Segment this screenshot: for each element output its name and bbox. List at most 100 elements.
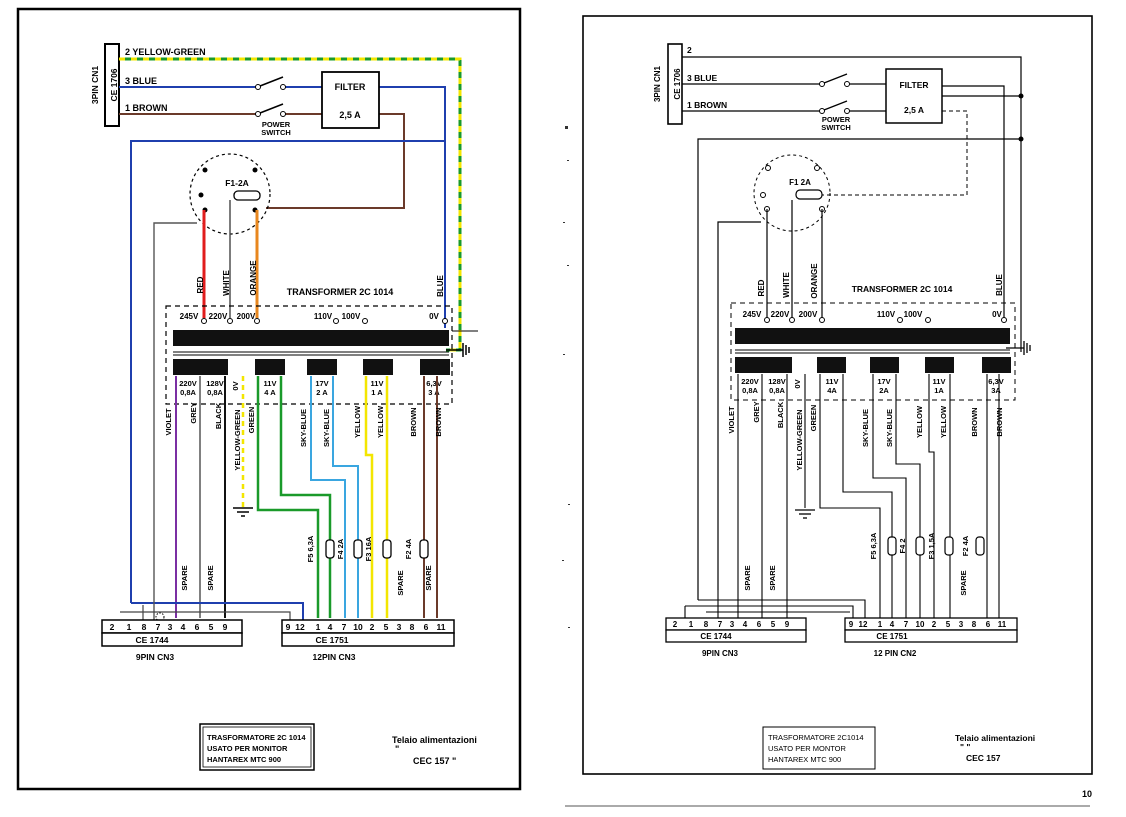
- right-note-line-3: CEC 157: [966, 753, 1001, 763]
- right-box-line-1: TRASFORMATORE 2C1014: [768, 733, 864, 742]
- right-spare-2: SPARE: [768, 565, 777, 590]
- left-note-line-3: CEC 157 ": [413, 756, 456, 766]
- right-cn3b-pin: 1: [878, 620, 883, 629]
- left-tap-220: 220V: [209, 312, 228, 321]
- left-sec-0v: 0V: [231, 381, 240, 390]
- left-cn3b-label: 12PIN CN3: [313, 652, 356, 662]
- right-primary-blue-label: BLUE: [995, 273, 1004, 295]
- left-cn3b-pin: 4: [328, 622, 333, 632]
- left-cn3b-pin: 6: [424, 622, 429, 632]
- left-cn3a-pin: 5: [209, 622, 214, 632]
- left-filter-block: FILTER 2,5 A: [321, 71, 380, 129]
- right-spare-1: SPARE: [743, 565, 752, 590]
- left-cn3b-pin: 5: [384, 622, 389, 632]
- right-schematic-sheet: 10 CE 1706 3PIN CN1 2 3 BLUE 1 BROWN POW…: [562, 15, 1093, 807]
- left-info-box: TRASFORMATORE 2C 1014 USATO PER MONITOR …: [199, 723, 315, 771]
- left-primary-red-label: RED: [196, 276, 205, 293]
- right-wirelabel-violet: VIOLET: [727, 406, 736, 434]
- right-cn3b-pin: 11: [998, 620, 1007, 629]
- right-note-line-2: " ": [960, 742, 970, 752]
- left-cn3a-pin: 4: [181, 622, 186, 632]
- right-fuse-f4: F4 2: [898, 538, 907, 553]
- left-cn3b-pin: 3: [397, 622, 402, 632]
- left-wirelabel-violet: VIOLET: [164, 408, 173, 436]
- left-filter-name: FILTER: [335, 82, 366, 92]
- right-wirelabel-skyblue-a: SKY-BLUE: [861, 409, 870, 447]
- left-cn1-part: CE 1706: [109, 68, 119, 101]
- right-wirelabel-black: BLACK: [776, 401, 785, 428]
- right-cn3a-pin: 7: [718, 620, 723, 629]
- right-box-line-3: HANTAREX MTC 900: [768, 755, 841, 764]
- left-filter-rating: 2,5 A: [339, 110, 361, 120]
- left-cn3b-pin: 1: [316, 622, 321, 632]
- left-cn3a-pin: 8: [142, 622, 147, 632]
- left-fuse-row: F5 6,3A F4 2A F3 16A F2 4A: [306, 535, 429, 562]
- left-cn3a-pin: 7: [156, 622, 161, 632]
- right-yg-ground: [795, 509, 815, 519]
- left-tap-110: 110V: [314, 312, 333, 321]
- right-secondary-blocks: [735, 357, 1011, 373]
- right-tap-200: 200V: [799, 310, 818, 319]
- right-transformer-core: [735, 328, 1010, 344]
- right-cn3a-pin: 5: [771, 620, 776, 629]
- right-wirelabel-yg: YELLOW-GREEN: [795, 409, 804, 470]
- left-spare-2: SPARE: [206, 565, 215, 590]
- right-cn3-12pin: 9 12 1 4 7 10 2 5 3 8 6 11 CE 1751 12 PI…: [844, 617, 1018, 658]
- right-cn1-label: 3PIN CN1: [653, 65, 662, 102]
- right-spare-3: SPARE: [959, 570, 968, 595]
- left-cn3b-pin: 7: [342, 622, 347, 632]
- right-wirelabel-grey: GREY: [752, 401, 761, 422]
- left-wirelabel-yellow-a: YELLOW: [353, 405, 362, 438]
- right-cn3b-pin: 8: [972, 620, 977, 629]
- left-cn1-connector: CE 1706 3PIN CN1: [90, 43, 120, 127]
- left-primary-orange-label: ORANGE: [249, 260, 258, 296]
- right-tap-245: 245V: [743, 310, 762, 319]
- right-sec-0v: 0V: [793, 379, 802, 388]
- right-cn3b-pin: 10: [916, 620, 925, 629]
- left-spare-3: SPARE: [396, 570, 405, 595]
- left-box-line-3: HANTAREX MTC 900: [207, 755, 281, 764]
- left-cn3a-pin: 6: [195, 622, 200, 632]
- left-wirelabel-yellow-b: YELLOW: [376, 405, 385, 438]
- left-note-line-1: Telaio alimentazioni: [392, 735, 477, 745]
- left-tap-100: 100V: [342, 312, 361, 321]
- right-cn1-part: CE 1706: [673, 68, 682, 100]
- left-main-fuse-label: F1-2A: [225, 178, 249, 188]
- right-filter-block: FILTER 2,5 A: [885, 68, 943, 124]
- left-skyblue-wire-a: [310, 376, 346, 618]
- left-cn3a-pin: 9: [223, 622, 228, 632]
- right-filter-rating: 2,5 A: [904, 105, 924, 115]
- left-grey-fuse-wire: [153, 222, 197, 585]
- right-cn3b-pin: 4: [890, 620, 895, 629]
- right-cn3b-part: CE 1751: [876, 632, 908, 641]
- right-tap-100: 100V: [904, 310, 923, 319]
- left-wirelabel-green: GREEN: [247, 407, 256, 434]
- right-filter-name: FILTER: [899, 80, 928, 90]
- right-note-line-1: Telaio alimentazioni: [955, 733, 1035, 743]
- right-fuse-f5: F5 6,3A: [869, 532, 878, 559]
- left-wirelabel-brown-b: BROWN: [434, 407, 443, 436]
- left-box-line-1: TRASFORMATORE 2C 1014: [207, 733, 306, 742]
- left-mains-brown-label: 1 BROWN: [125, 103, 168, 113]
- right-cn3a-pin: 1: [689, 620, 694, 629]
- right-cn3a-label: 9PIN CN3: [702, 649, 739, 658]
- right-tap-220: 220V: [771, 310, 790, 319]
- right-box-line-2: USATO PER MONTOR: [768, 744, 847, 753]
- left-mains-yg-label: 2 YELLOW-GREEN: [125, 47, 206, 57]
- left-cn3a-pin: 2: [110, 622, 115, 632]
- left-fuse-f5: F5 6,3A: [306, 535, 315, 562]
- right-sheet-frame: [582, 15, 1093, 775]
- right-fuse-row: F5 6,3A F4 2 F3 1,5A F2 4A: [869, 532, 985, 559]
- right-wirelabel-green: GREEN: [809, 405, 818, 432]
